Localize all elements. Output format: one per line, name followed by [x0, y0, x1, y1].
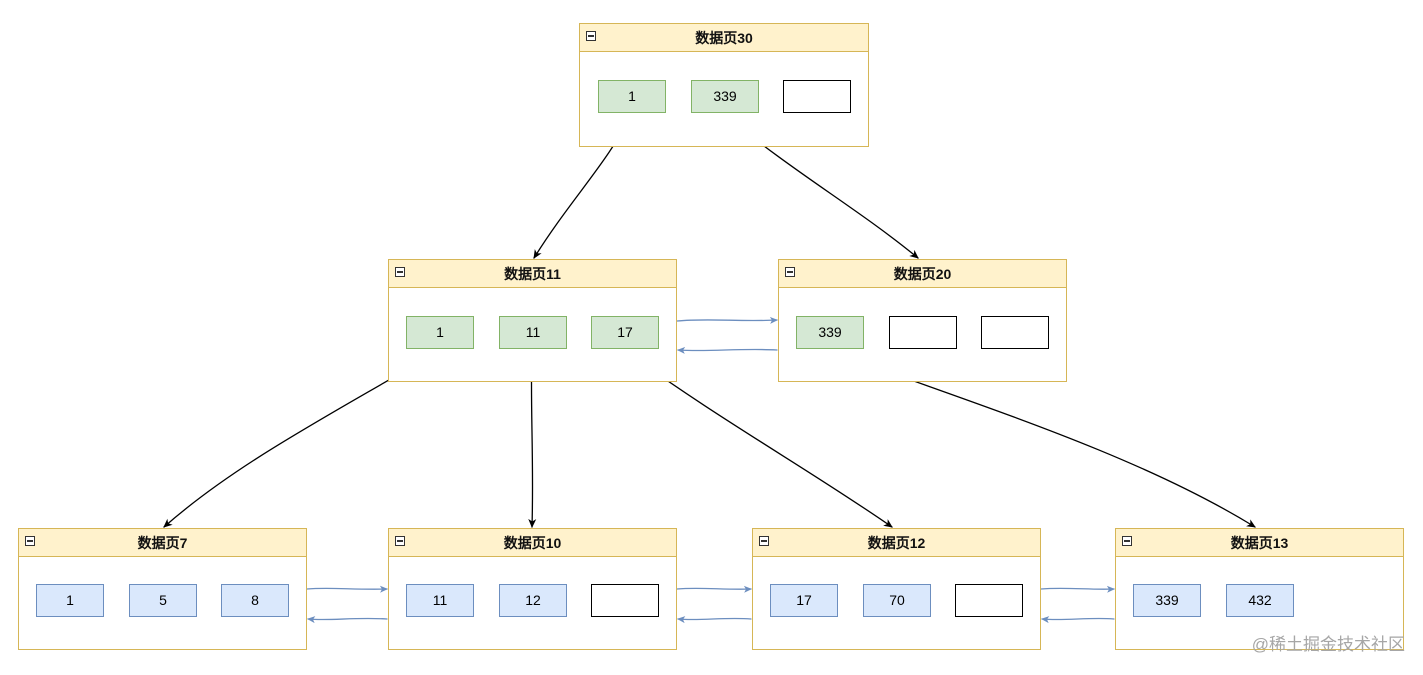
sibling-link-10-to-12: [676, 585, 752, 593]
collapse-icon[interactable]: [395, 267, 405, 277]
collapse-icon[interactable]: [25, 536, 35, 546]
page-11-header: 数据页11: [389, 260, 676, 288]
page-11-key-1: 1: [406, 316, 474, 349]
sibling-link-7-to-10: [306, 585, 388, 593]
sibling-link-12-to-13: [1040, 585, 1115, 593]
page-13-record-2: 432: [1226, 584, 1294, 617]
page-20-key-empty-1: [889, 316, 957, 349]
page-10-record-1: 11: [406, 584, 474, 617]
page-11-title: 数据页11: [504, 266, 561, 282]
page-12-record-1: 17: [770, 584, 838, 617]
page-20-title: 数据页20: [893, 266, 952, 282]
page-10-header: 数据页10: [389, 529, 676, 557]
page-12-record-empty: [955, 584, 1023, 617]
page-7-title: 数据页7: [137, 535, 188, 551]
page-12-title: 数据页12: [867, 535, 926, 551]
page-30-title: 数据页30: [695, 30, 753, 46]
page-20-header: 数据页20: [779, 260, 1066, 288]
page-7-header: 数据页7: [19, 529, 306, 557]
page-30-header: 数据页30: [580, 24, 868, 52]
page-13-header: 数据页13: [1116, 529, 1403, 557]
page-13-title: 数据页13: [1230, 535, 1289, 551]
page-10-title: 数据页10: [503, 535, 562, 551]
page-11-key-2: 11: [499, 316, 567, 349]
collapse-icon[interactable]: [1122, 536, 1132, 546]
page-7-record-2: 5: [129, 584, 197, 617]
page-10-record-2: 12: [499, 584, 567, 617]
page-12-header: 数据页12: [753, 529, 1040, 557]
sibling-link-11-to-20: [676, 316, 778, 324]
page-12-record-2: 70: [863, 584, 931, 617]
sibling-link-13-to-12: [1041, 616, 1115, 624]
watermark: @稀土掘金技术社区: [1251, 635, 1405, 654]
page-30-key-2: 339: [691, 80, 759, 113]
sibling-link-20-to-11: [677, 346, 778, 354]
page-7-record-1: 1: [36, 584, 104, 617]
collapse-icon[interactable]: [586, 31, 596, 41]
page-7-record-3: 8: [221, 584, 289, 617]
page-10-record-empty: [591, 584, 659, 617]
page-30-key-empty: [783, 80, 851, 113]
sibling-link-12-to-10: [677, 616, 752, 624]
collapse-icon[interactable]: [395, 536, 405, 546]
page-20-key-1: 339: [796, 316, 864, 349]
sibling-link-10-to-7: [307, 616, 388, 624]
page-20-key-empty-2: [981, 316, 1049, 349]
page-30-key-1: 1: [598, 80, 666, 113]
collapse-icon[interactable]: [759, 536, 769, 546]
collapse-icon[interactable]: [785, 267, 795, 277]
page-11-key-3: 17: [591, 316, 659, 349]
page-13-record-1: 339: [1133, 584, 1201, 617]
